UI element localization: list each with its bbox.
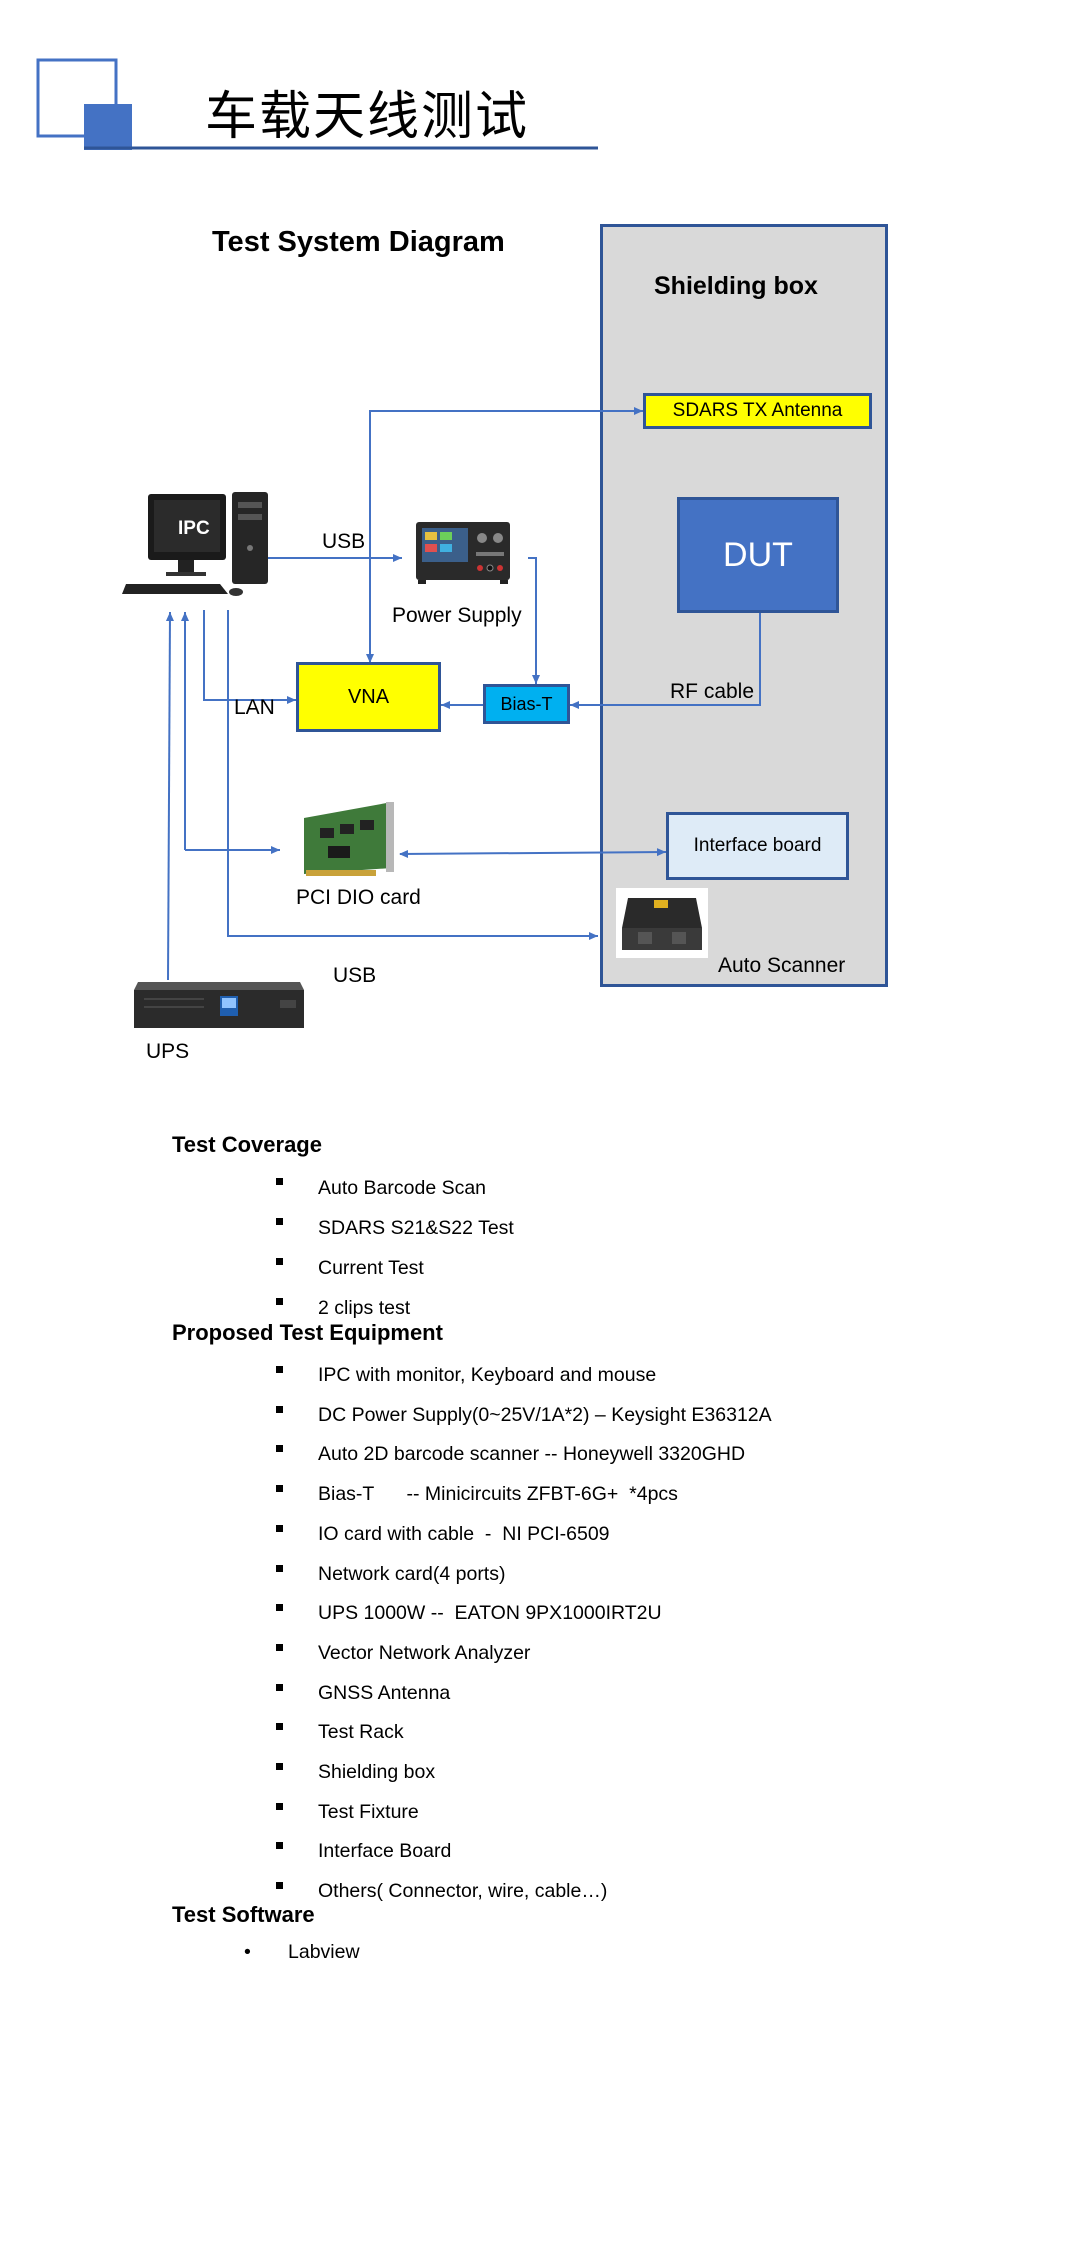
list-item: Interface Board — [270, 1832, 772, 1872]
line-dut-bias-t — [570, 613, 761, 709]
line-vna-sdars — [366, 407, 643, 663]
list-item: IO card with cable - NI PCI-6509 — [270, 1515, 772, 1555]
list-item: Shielding box — [270, 1753, 772, 1793]
line-ipc-scanner — [227, 610, 598, 940]
equipment-list: IPC with monitor, Keyboard and mouse DC … — [270, 1356, 772, 1912]
connection-lines — [165, 407, 761, 981]
pci-dio-card-icon — [304, 802, 394, 876]
ipc-computer-icon — [122, 492, 268, 596]
rf-cable-label: RF cable — [670, 680, 755, 703]
list-item: UPS 1000W -- EATON 9PX1000IRT2U — [270, 1594, 772, 1634]
header-square-outline — [36, 58, 118, 138]
usb-top-label: USB — [322, 530, 366, 553]
lan-label: LAN — [234, 696, 275, 719]
interface-board-box: Interface board — [666, 812, 849, 880]
list-item: Test Fixture — [270, 1793, 772, 1833]
usb-bottom-label: USB — [333, 964, 377, 987]
sdars-tx-antenna: SDARS TX Antenna — [643, 393, 872, 429]
list-item: Auto Barcode Scan — [270, 1168, 514, 1208]
list-item: GNSS Antenna — [270, 1674, 772, 1714]
vna-box: VNA — [296, 662, 441, 732]
bullet-dot-icon: • — [244, 1941, 251, 1963]
equipment-heading: Proposed Test Equipment — [172, 1320, 443, 1345]
header-decoration — [36, 58, 598, 150]
ipc-label: IPC — [178, 518, 210, 539]
line-ups-ipc — [165, 611, 174, 981]
test-coverage-list: Auto Barcode Scan SDARS S21&S22 Test Cur… — [270, 1168, 514, 1328]
page-title: 车载天线测试 — [205, 87, 530, 147]
software-list: • Labview — [244, 1938, 360, 1966]
auto-scanner-label: Auto Scanner — [718, 954, 846, 977]
list-item: DC Power Supply(0~25V/1A*2) – Keysight E… — [270, 1396, 772, 1436]
list-item: Current Test — [270, 1248, 514, 1288]
power-supply-icon — [416, 522, 510, 584]
bias-t-box: Bias-T — [483, 684, 570, 724]
auto-scanner-icon — [616, 888, 708, 958]
list-item: 2 clips test — [270, 1288, 514, 1328]
list-item: Bias-T -- Minicircuits ZFBT-6G+ *4pcs — [270, 1475, 772, 1515]
list-item: Test Rack — [270, 1713, 772, 1753]
line-pci-interface — [399, 848, 667, 858]
pci-dio-card-label: PCI DIO card — [296, 886, 421, 909]
test-coverage-heading: Test Coverage — [172, 1132, 322, 1157]
software-heading: Test Software — [172, 1902, 315, 1927]
dut-box: DUT — [677, 497, 839, 613]
ups-icon — [134, 982, 304, 1028]
list-item: Vector Network Analyzer — [270, 1634, 772, 1674]
line-ipc-vna — [203, 610, 296, 704]
header-square-filled — [84, 104, 132, 150]
shielding-box-label: Shielding box — [654, 272, 818, 300]
list-item: Auto 2D barcode scanner -- Honeywell 332… — [270, 1435, 772, 1475]
diagram-title: Test System Diagram — [212, 226, 505, 258]
list-item: IPC with monitor, Keyboard and mouse — [270, 1356, 772, 1396]
ups-label: UPS — [146, 1040, 190, 1063]
list-item: Others( Connector, wire, cable…) — [270, 1872, 772, 1912]
line-power-bias-t — [528, 557, 540, 684]
power-supply-label: Power Supply — [392, 604, 522, 627]
list-item: SDARS S21&S22 Test — [270, 1208, 514, 1248]
list-item: Network card(4 ports) — [270, 1555, 772, 1595]
list-item: Labview — [288, 1941, 360, 1963]
